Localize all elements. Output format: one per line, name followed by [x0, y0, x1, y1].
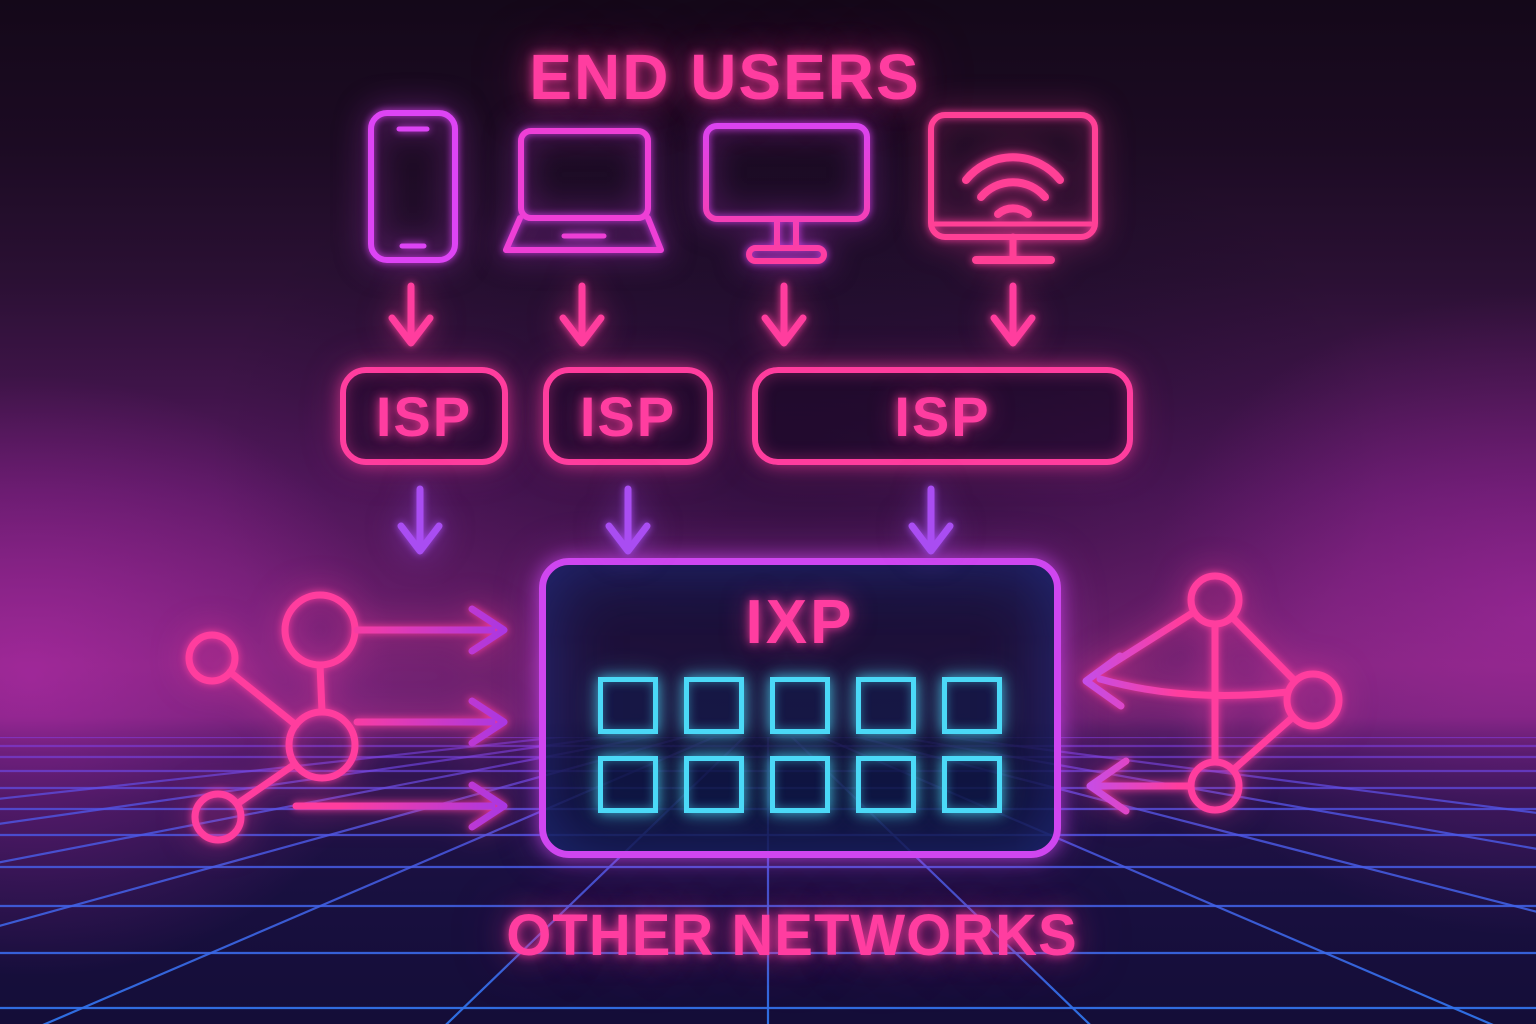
- down-arrow: [605, 485, 651, 555]
- right-arrow: [353, 697, 508, 747]
- right-arrow: [292, 781, 508, 831]
- monitor-frame: [703, 123, 870, 222]
- down-arrow: [908, 485, 954, 555]
- wifi-arc-outer: [962, 153, 1064, 184]
- monitor-base: [746, 245, 827, 264]
- right-to-ixp-arrows: [1082, 608, 1292, 815]
- monitor-stand: [774, 216, 799, 251]
- ixp-port: [856, 756, 916, 813]
- node-circle: [191, 790, 245, 844]
- arrow-line-curved: [1096, 675, 1292, 699]
- other-networks-label: OTHER NETWORKS: [506, 903, 1078, 968]
- ixp-port: [856, 677, 916, 734]
- edge: [1228, 613, 1299, 685]
- ixp-port: [942, 756, 1002, 813]
- down-arrow: [388, 282, 434, 347]
- node-circle: [185, 631, 239, 685]
- laptop-screen: [518, 128, 651, 221]
- down-arrow: [559, 282, 605, 347]
- ixp-port: [598, 756, 658, 813]
- ixp-port: [770, 756, 830, 813]
- smartphone-icon: [368, 110, 458, 263]
- edge: [226, 668, 300, 729]
- down-arrow: [761, 282, 807, 347]
- edge: [1229, 713, 1297, 774]
- wifi-display-icon: [928, 112, 1098, 264]
- laptop-icon: [503, 128, 664, 253]
- desktop-monitor-icon: [703, 123, 870, 264]
- ixp-port-grid: [598, 677, 1002, 813]
- wifi-arc-inner: [994, 204, 1032, 218]
- right-network-graph: [1082, 572, 1343, 815]
- down-arrow: [990, 282, 1036, 347]
- edge: [316, 661, 326, 716]
- isp-box-1: ISP: [340, 367, 508, 465]
- graph-edges: [226, 661, 326, 808]
- isp-label: ISP: [894, 384, 991, 448]
- ixp-port: [598, 677, 658, 734]
- node-circle: [1283, 670, 1343, 730]
- ixp-port: [770, 677, 830, 734]
- ixp-box: IXP: [539, 558, 1061, 858]
- ixp-port: [684, 756, 744, 813]
- left-network-graph: [185, 591, 508, 844]
- isp-to-ixp-arrows: [397, 485, 954, 555]
- device-to-isp-arrows: [388, 282, 1036, 347]
- node-circle: [1187, 572, 1243, 628]
- phone-body: [368, 110, 458, 263]
- ixp-port: [942, 677, 1002, 734]
- node-circle: [285, 708, 359, 782]
- left-arrow-head: [1082, 652, 1125, 710]
- display-frame: [928, 112, 1098, 240]
- ixp-label: IXP: [745, 588, 855, 657]
- isp-label: ISP: [579, 384, 677, 448]
- isp-box-2: ISP: [543, 367, 713, 465]
- left-arrow: [1086, 757, 1195, 815]
- right-arrow: [353, 605, 508, 655]
- isp-box-3: ISP: [752, 367, 1133, 465]
- isp-label: ISP: [375, 384, 473, 448]
- laptop-base: [503, 215, 664, 253]
- left-to-ixp-arrows: [292, 605, 508, 831]
- ixp-port: [684, 677, 744, 734]
- node-circle: [1187, 758, 1243, 814]
- wifi-arc-mid: [977, 178, 1049, 201]
- end-users-title: END USERS: [529, 41, 921, 113]
- edge: [233, 760, 299, 808]
- down-arrow: [397, 485, 443, 555]
- node-circle: [281, 591, 359, 669]
